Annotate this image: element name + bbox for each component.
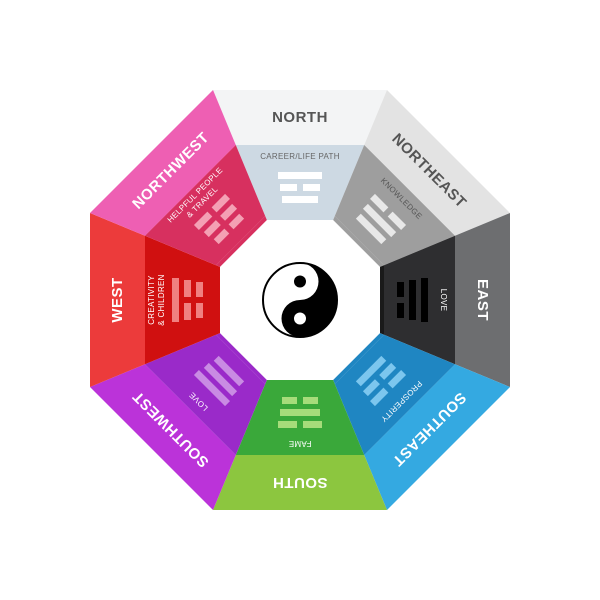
sector-southeast-outer-band: [364, 364, 510, 510]
trigram-south-icon: [278, 397, 322, 428]
center-hub: [223, 223, 377, 377]
trigram-line: [421, 278, 428, 322]
sector-southeast-inner-band: [334, 334, 455, 455]
direction-label-south: SOUTH: [273, 474, 328, 491]
trigram-line: [397, 303, 404, 318]
trigram-line: [172, 278, 179, 322]
sector-east-outer-band: [455, 213, 510, 387]
sector-west-inner-band: [145, 235, 216, 365]
sector-northwest-inner-band: [145, 145, 266, 266]
trigram-line: [280, 409, 320, 416]
sector-northwest-trigram-band: [216, 216, 267, 267]
trigram-west-icon: [172, 278, 203, 322]
sector-south-inner-band: [235, 384, 365, 455]
trigram-southeast-icon: [355, 355, 407, 407]
sector-west: WEST CREATIVITY& CHILDREN: [90, 213, 220, 387]
trigram-line: [278, 172, 322, 179]
trigram-northeast-icon: [355, 193, 407, 245]
trigram-line: [397, 282, 404, 297]
sector-northeast-outer-band: [364, 90, 510, 236]
trigram-line: [355, 213, 387, 245]
area-label-west: & CHILDREN: [157, 274, 166, 325]
trigram-north-icon: [278, 172, 322, 203]
direction-label-north: NORTH: [272, 109, 328, 126]
sector-southeast-trigram-band: [333, 333, 384, 384]
sector-south: SOUTH FAME: [213, 380, 387, 510]
sector-northeast-inner-band: [334, 145, 455, 266]
sector-southwest-trigram-band: [216, 333, 267, 384]
sector-northwest-outer-band: [90, 90, 236, 236]
trigram-northwest-icon: [193, 193, 245, 245]
trigram-line: [362, 203, 397, 238]
trigram-line: [184, 280, 191, 297]
trigram-line: [303, 421, 322, 428]
trigram-line: [193, 370, 230, 407]
trigram-line: [184, 303, 191, 320]
trigram-line: [303, 184, 320, 191]
trigram-line: [362, 379, 380, 397]
sector-southwest-outer-band: [90, 364, 236, 510]
trigram-line: [303, 397, 318, 404]
trigram-line: [387, 370, 407, 389]
sector-southwest-inner-band: [145, 334, 266, 455]
sector-northeast-trigram-band: [333, 216, 384, 267]
trigram-line: [282, 196, 318, 203]
sector-west-outer-band: [90, 213, 145, 387]
trigram-line: [196, 282, 203, 297]
trigram-line: [203, 220, 221, 238]
trigram-line: [370, 193, 389, 213]
area-label-south: FAME: [289, 439, 312, 448]
sector-south-trigram-band: [265, 380, 335, 384]
trigram-line: [193, 211, 213, 230]
trigram-line: [213, 228, 230, 245]
sector-south-outer-band: [213, 455, 387, 510]
trigram-line: [196, 303, 203, 318]
trigram-line: [282, 397, 297, 404]
sector-east-inner-band: [384, 235, 455, 365]
trigram-line: [387, 211, 407, 230]
sector-east-trigram-band: [380, 265, 384, 335]
trigram-line: [409, 280, 416, 320]
area-label-north: CAREER/LIFE PATH: [260, 152, 340, 161]
trigram-line: [278, 421, 297, 428]
trigram-line: [355, 355, 387, 387]
trigram-line: [211, 193, 230, 213]
sector-north-inner-band: [235, 145, 365, 216]
trigram-line: [213, 355, 245, 387]
trigram-line: [280, 184, 297, 191]
area-label-east: LOVE: [439, 289, 448, 312]
area-label-west: CREATIVITY: [147, 275, 156, 325]
trigram-line: [370, 387, 389, 407]
sector-east: EAST LOVE: [380, 213, 510, 387]
trigram-line: [203, 362, 238, 397]
trigram-line: [228, 213, 245, 230]
direction-label-east: EAST: [474, 279, 491, 321]
trigram-southwest-icon: [193, 355, 245, 407]
sector-north-trigram-band: [265, 216, 335, 220]
yin-yang-icon: [262, 262, 338, 338]
trigram-line: [379, 362, 397, 380]
trigram-east-icon: [397, 278, 428, 322]
sector-north: NORTH CAREER/LIFE PATH: [213, 90, 387, 220]
trigram-line: [220, 203, 238, 221]
sector-west-trigram-band: [216, 265, 220, 335]
sector-north-outer-band: [213, 90, 387, 145]
direction-label-west: WEST: [109, 277, 126, 322]
